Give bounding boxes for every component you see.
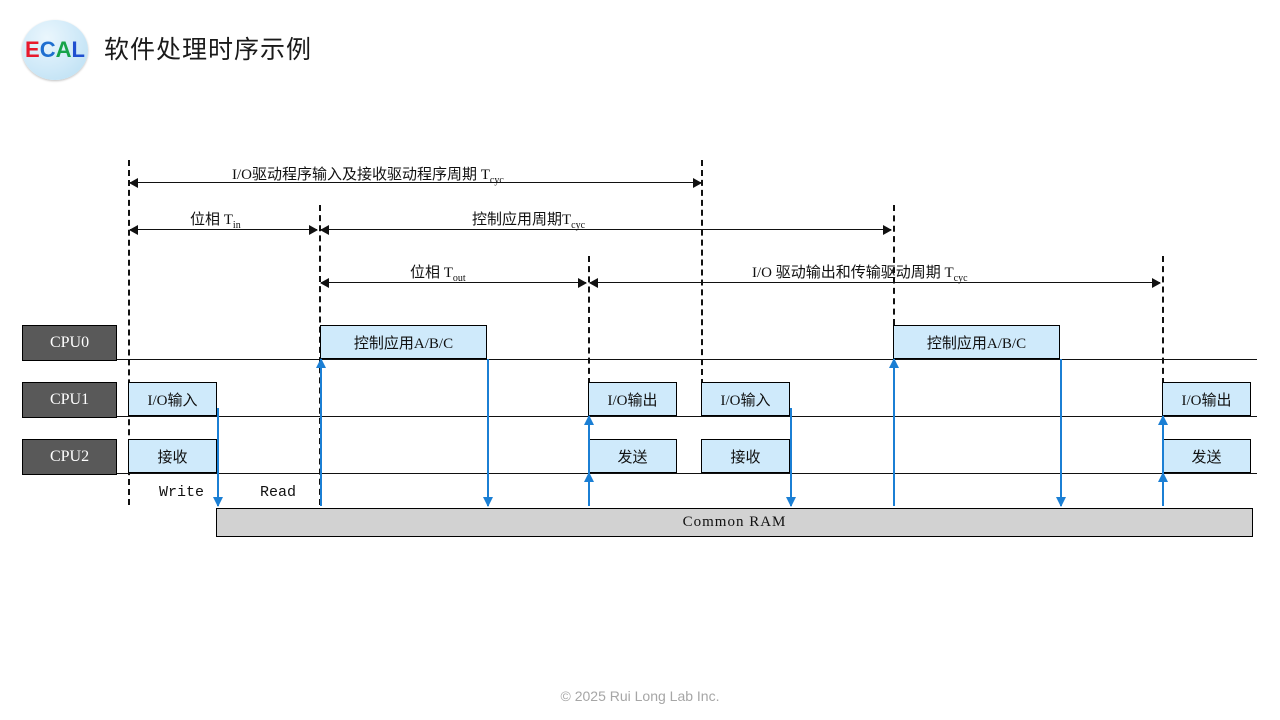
arrowhead-icon [583, 415, 594, 425]
arrowhead-icon [482, 497, 493, 507]
task-box-cpu1-io-in-1[interactable]: I/O输入 [128, 382, 217, 416]
lane-baseline-cpu1 [22, 416, 1257, 417]
guide-line-t4 [893, 205, 895, 325]
transfer-arrow-write-cpu12-1 [212, 408, 223, 507]
measure-text: 控制应用周期T [472, 212, 572, 228]
task-box-cpu1-io-out-2[interactable]: I/O输出 [1162, 382, 1251, 416]
measure-label-phase-in: 位相 Tin [190, 208, 241, 231]
measure-text: I/O 驱动输出和传输驱动周期 T [752, 265, 954, 281]
arrowhead-icon [1157, 472, 1168, 482]
transfer-arrow-read-cpu2-1 [583, 472, 594, 506]
measure-arrow-ctrl-cycle [320, 225, 892, 235]
logo-letter-c: C [39, 37, 56, 62]
task-box-cpu0-ctrl-1[interactable]: 控制应用A/B/C [320, 325, 487, 359]
logo-letter-e: E [25, 37, 40, 62]
lane-tag-cpu0: CPU0 [22, 325, 117, 361]
transfer-arrow-read-cpu12-2 [1157, 415, 1168, 506]
measure-subscript: cyc [953, 273, 968, 284]
transfer-arrow-read-cpu12-1 [583, 415, 594, 506]
guide-line-t2 [588, 256, 590, 384]
footer-copyright: © 2025 Rui Long Lab Inc. [560, 688, 720, 704]
measure-arrow-phase-in [129, 225, 318, 235]
common-ram-bar: Common RAM [216, 508, 1253, 537]
measure-arrow-io-in [129, 178, 702, 188]
lane-baseline-cpu0 [22, 359, 1257, 360]
lane-tag-cpu2: CPU2 [22, 439, 117, 475]
logo-letter-l: L [71, 37, 85, 62]
transfer-arrow-read-cpu0-1 [315, 358, 326, 506]
transfer-arrow-write-cpu0-1 [482, 359, 493, 507]
measure-subscript: out [452, 273, 466, 284]
logo-letter-a: A [55, 37, 72, 62]
arrowhead-icon [785, 497, 796, 507]
arrowhead-icon [1055, 497, 1066, 507]
transfer-arrow-read-cpu2-2 [1157, 472, 1168, 506]
task-box-cpu0-ctrl-2[interactable]: 控制应用A/B/C [893, 325, 1060, 359]
task-box-cpu2-send-2[interactable]: 发送 [1162, 439, 1251, 473]
measure-text: I/O驱动程序输入及接收驱动程序周期 T [232, 167, 490, 183]
arrowhead-icon [583, 472, 594, 482]
measure-label-io-out: I/O 驱动输出和传输驱动周期 Tcyc [752, 261, 968, 284]
measure-text: 位相 T [410, 265, 453, 281]
lane-baseline-cpu2 [22, 473, 1257, 474]
measure-arrow-phase-out [320, 278, 587, 288]
task-box-cpu2-recv-1[interactable]: 接收 [128, 439, 217, 473]
measure-arrow-io-out [589, 278, 1161, 288]
guide-line-t5 [1162, 256, 1164, 384]
measure-text: 位相 T [190, 212, 233, 228]
logo-lettermark: E C A L [25, 39, 85, 61]
measure-subscript: cyc [571, 220, 586, 231]
measure-label-io-in: I/O驱动程序输入及接收驱动程序周期 Tcyc [232, 163, 504, 186]
task-box-cpu1-io-in-2[interactable]: I/O输入 [701, 382, 790, 416]
arrowhead-icon [1157, 415, 1168, 425]
transfer-arrow-read-cpu0-2 [888, 358, 899, 506]
page-header: E C A L 软件处理时序示例 [0, 0, 1280, 100]
arrowhead-icon [315, 358, 326, 368]
lane-tag-cpu1: CPU1 [22, 382, 117, 418]
measure-subscript: cyc [489, 175, 504, 186]
task-box-cpu2-recv-2[interactable]: 接收 [701, 439, 790, 473]
task-box-cpu1-io-out-1[interactable]: I/O输出 [588, 382, 677, 416]
write-label: Write [159, 484, 205, 501]
ecal-logo-icon: E C A L [22, 20, 88, 80]
guide-line-t0 [128, 160, 130, 505]
arrowhead-icon [212, 497, 223, 507]
measure-subscript: in [232, 220, 241, 231]
guide-line-t3 [701, 160, 703, 385]
transfer-arrow-write-cpu0-2 [1055, 359, 1066, 507]
read-label: Read [260, 484, 297, 501]
page-title: 软件处理时序示例 [104, 36, 313, 64]
transfer-arrow-write-cpu12-2 [785, 408, 796, 507]
measure-label-ctrl-cycle: 控制应用周期Tcyc [472, 208, 585, 231]
arrowhead-icon [888, 358, 899, 368]
measure-label-phase-out: 位相 Tout [410, 261, 466, 284]
task-box-cpu2-send-1[interactable]: 发送 [588, 439, 677, 473]
